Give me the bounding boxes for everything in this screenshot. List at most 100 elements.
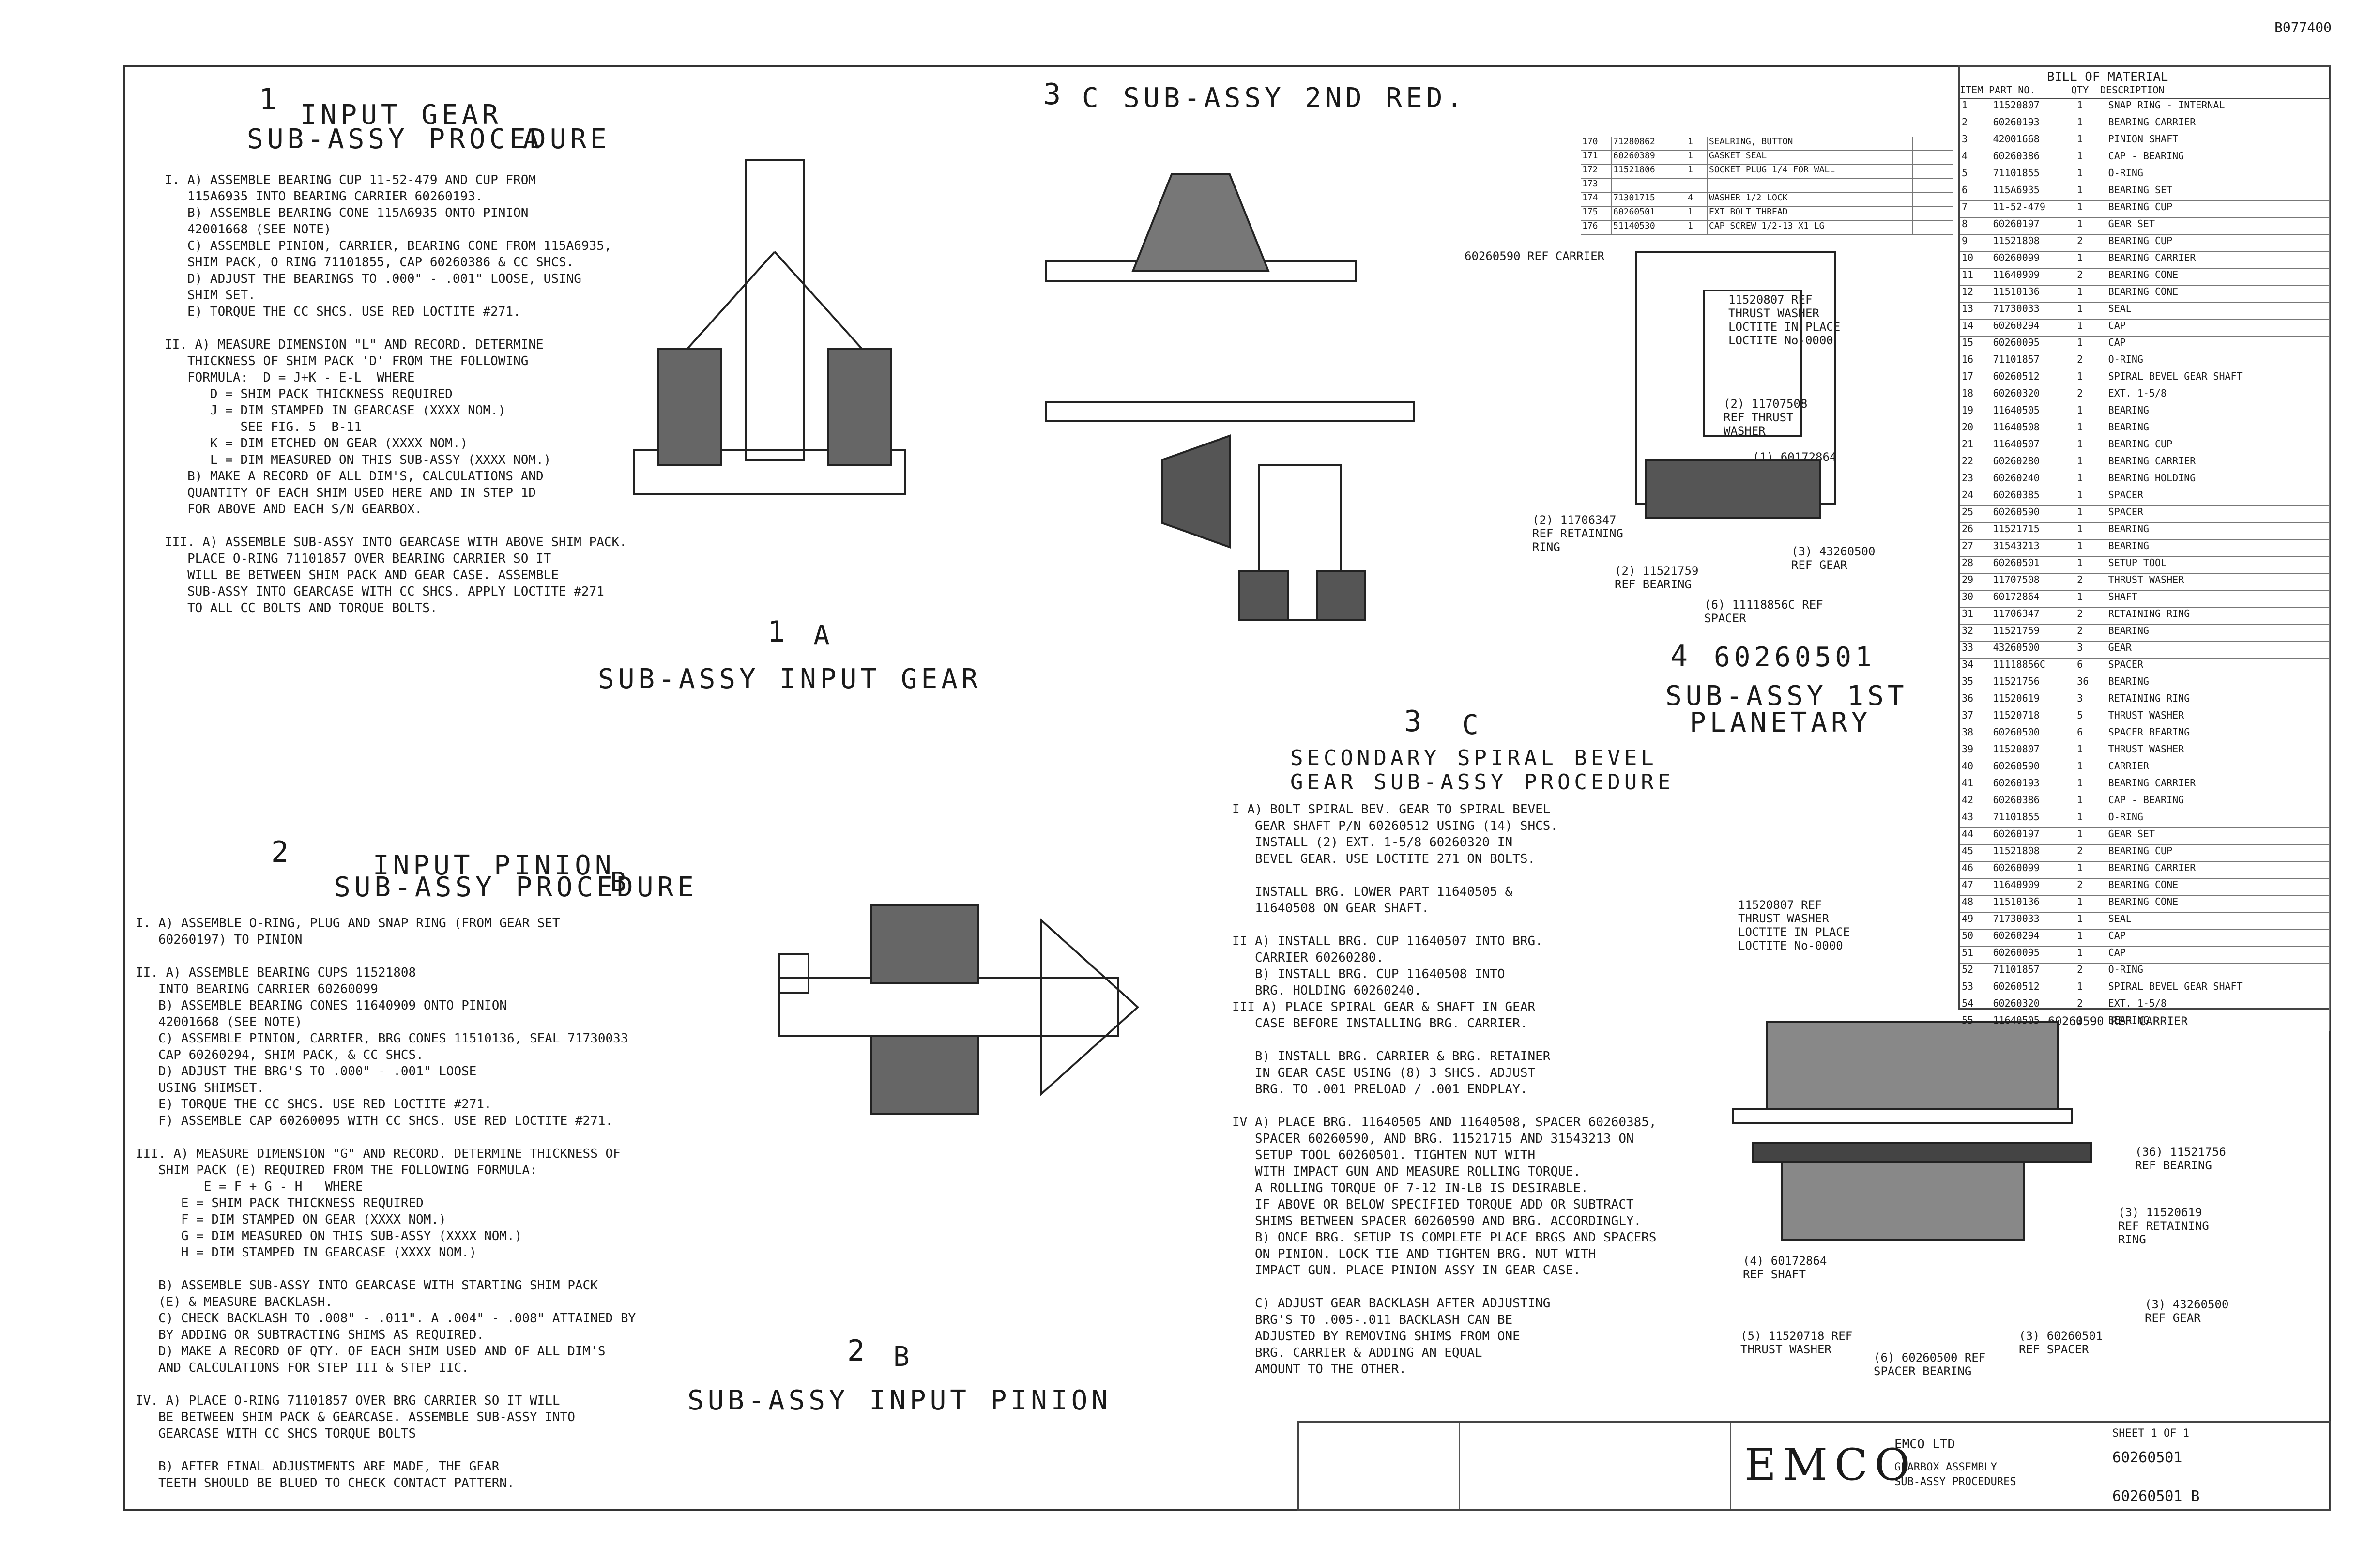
bom-cell: BEARING CUP xyxy=(2106,235,2330,251)
bom-cell: 14 xyxy=(1960,320,1991,336)
bom-cell: 115A6935 xyxy=(1991,184,2075,200)
bom-cell: 20 xyxy=(1960,421,1991,438)
bom-cell: 1 xyxy=(1960,99,1991,116)
bom-cell: 11521715 xyxy=(1991,523,2075,539)
left-bom-cell: 1 xyxy=(1686,221,1708,234)
note-line: D = SHIM PACK THICKNESS REQUIRED xyxy=(165,387,453,401)
left-bom-cell: 171 xyxy=(1581,151,1612,164)
bom-cell: 1 xyxy=(2075,523,2106,539)
bom-cell: SPACER xyxy=(2106,659,2330,675)
note-line: AND CALCULATIONS FOR STEP III & STEP IIC… xyxy=(136,1361,469,1375)
planetary-carrier-section xyxy=(1766,1021,2059,1110)
bom-header-item: ITEM xyxy=(1960,84,1983,96)
bom-cell: 11640909 xyxy=(1991,269,2075,285)
second-reduction-bevel-gear xyxy=(1131,173,1270,272)
view3-proc-title-2: GEAR SUB-ASSY PROCEDURE xyxy=(1290,770,1675,795)
note-line: F = DIM STAMPED ON GEAR (XXXX NOM.) xyxy=(136,1212,446,1227)
bom-cell: 60260193 xyxy=(1991,116,2075,133)
note-line: IF ABOVE OR BELOW SPECIFIED TORQUE ADD O… xyxy=(1232,1197,1634,1212)
note-line: AMOUNT TO THE OTHER. xyxy=(1232,1362,1407,1377)
note-line: E = SHIM PACK THICKNESS REQUIRED xyxy=(136,1196,424,1210)
left-bom-cell: 60260501 xyxy=(1612,207,1686,220)
note-line: SHIM PACK (E) REQUIRED FROM THE FOLLOWIN… xyxy=(136,1163,537,1178)
bom-cell: 1 xyxy=(2075,930,2106,946)
title-drawing-number: 60260501 xyxy=(2112,1449,2182,1466)
label-spacer-bearing: (6) 60260500 REF SPACER BEARING xyxy=(1874,1351,1986,1378)
input-pinion-gear-teeth xyxy=(1040,918,1139,1097)
bom-cell: 1 xyxy=(2075,862,2106,878)
bom-cell: O-RING xyxy=(2106,353,2330,370)
left-bom-cell: 60260389 xyxy=(1612,151,1686,164)
bom-cell: CAP xyxy=(2106,320,2330,336)
bom-cell: BEARING CONE xyxy=(2106,879,2330,895)
bom-cell: 2 xyxy=(1960,116,1991,133)
note-line: II A) INSTALL BRG. CUP 11640507 INTO BRG… xyxy=(1232,934,1543,949)
note-line: SPACER 60260590, AND BRG. 11521715 AND 3… xyxy=(1232,1132,1634,1146)
bom-cell: 31 xyxy=(1960,608,1991,624)
bom-cell: BEARING xyxy=(2106,625,2330,641)
note-line: QUANTITY OF EACH SHIM USED HERE AND IN S… xyxy=(165,486,536,500)
label-retaining-ring: (2) 11706347 REF RETAINING RING xyxy=(1532,513,1623,554)
left-bom-cell: 173 xyxy=(1581,179,1612,192)
bom-cell: 1 xyxy=(2075,506,2106,522)
bom-cell: 6 xyxy=(1960,184,1991,200)
bom-cell: BEARING CONE xyxy=(2106,286,2330,302)
note-line: SHIM PACK, O RING 71101855, CAP 60260386… xyxy=(165,255,574,270)
label-shaft-ref-2: (4) 60172864 REF SHAFT xyxy=(1743,1254,1827,1281)
bom-header-part: PART NO. xyxy=(1989,84,2036,96)
left-bom-cell: SOCKET PLUG 1/4 FOR WALL xyxy=(1708,165,1913,178)
bom-cell: SPACER xyxy=(2106,506,2330,522)
bom-cell: 1 xyxy=(2075,913,2106,929)
bom-cell: 10 xyxy=(1960,252,1991,268)
bom-cell: 60260320 xyxy=(1991,997,2075,1014)
left-bom-cell: 1 xyxy=(1686,207,1708,220)
bom-cell: 1 xyxy=(2075,489,2106,505)
left-bom-cell: 1 xyxy=(1686,151,1708,164)
note-line: 115A6935 INTO BEARING CARRIER 60260193. xyxy=(165,189,483,204)
bom-cell: 51 xyxy=(1960,947,1991,963)
note-line: C) ASSEMBLE PINION, CARRIER, BEARING CON… xyxy=(165,239,612,253)
label-carrier-ref: 60260590 REF CARRIER xyxy=(1465,249,1604,263)
view4-circle-number: 4 xyxy=(1670,639,1688,673)
bom-cell: 36 xyxy=(1960,692,1991,709)
note-line: IV A) PLACE BRG. 11640505 AND 11640508, … xyxy=(1232,1115,1657,1130)
label-spacer-ref-2: (3) 60260501 REF SPACER xyxy=(2019,1329,2103,1356)
note-line: ADJUSTED BY REMOVING SHIMS FROM ONE xyxy=(1232,1329,1520,1344)
note-line: A ROLLING TORQUE OF 7-12 IN-LB IS DESIRA… xyxy=(1232,1181,1588,1195)
bom-cell: 53 xyxy=(1960,980,1991,997)
bom-cell: 1 xyxy=(2075,201,2106,217)
label-retaining-ring-2: (3) 11520619 REF RETAINING RING xyxy=(2118,1206,2209,1246)
bom-cell: 60260193 xyxy=(1991,777,2075,794)
view3-title: SUB-ASSY 2ND RED. xyxy=(1123,82,1467,114)
view2-drawing-number: 2 xyxy=(847,1334,865,1368)
input-gear-bearing-right xyxy=(827,348,892,466)
note-line: D) ADJUST THE BRG'S TO .000" - .001" LOO… xyxy=(136,1064,477,1079)
bom-cell: 71101857 xyxy=(1991,353,2075,370)
bom-cell: 22 xyxy=(1960,455,1991,472)
view1-circle-number: 1 xyxy=(259,82,277,116)
bom-cell: 60172864 xyxy=(1991,591,2075,607)
bom-cell: 48 xyxy=(1960,896,1991,912)
bom-cell: 60260240 xyxy=(1991,472,2075,489)
bom-cell: 16 xyxy=(1960,353,1991,370)
note-line: E) TORQUE THE CC SHCS. USE RED LOCTITE #… xyxy=(136,1097,492,1112)
bom-cell: 1 xyxy=(2075,947,2106,963)
note-line: (E) & MEASURE BACKLASH. xyxy=(136,1295,333,1309)
bom-cell: 2 xyxy=(2075,997,2106,1014)
bom-cell: 41 xyxy=(1960,777,1991,794)
